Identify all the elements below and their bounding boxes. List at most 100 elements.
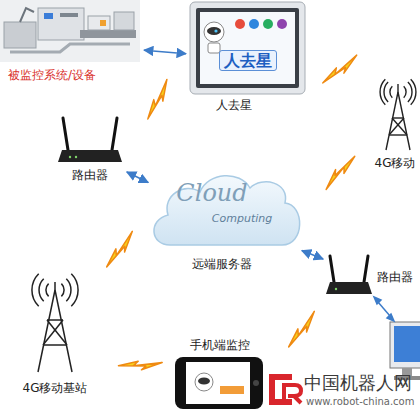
factory-photo-part [100,20,106,26]
tower-left [32,274,78,372]
monitor-device-part [214,29,217,32]
tower-left-part [39,279,44,302]
factory-photo-part [10,44,130,52]
factory-photo-part [88,16,110,30]
tower-right-part [411,79,416,104]
router-computer-arrow-part [387,314,394,321]
router-node: 路由器 [55,112,125,196]
router-right [326,256,372,294]
phone [175,357,263,409]
tower-left-part [47,319,63,321]
lightning-bolts-part [280,311,324,347]
node-label: 人去星 [216,98,252,112]
monitor-device [190,2,305,94]
node-label: 路由器 [72,168,108,182]
monitor-device-part [196,8,299,88]
tower-node: 4G移动 [372,82,418,178]
router-right-part [335,288,337,290]
factory-photo-part [4,22,36,48]
tower-right-part [392,118,407,135]
router-left-part [75,156,77,158]
lightning-bolts-part [136,79,178,119]
lightning-bolts [98,55,363,379]
computer-part [390,322,420,368]
lightning-bolts-part [318,156,362,189]
tower-right-part [408,82,412,102]
tower-right-part [384,82,388,102]
tower-left-part [38,290,55,372]
tower-left-part [61,284,64,297]
monitor-device-part [235,19,245,29]
router-computer-arrow-part [374,297,381,304]
node-label: Computing [212,212,272,225]
router-left-part [69,156,71,158]
watermark-logo [272,377,301,403]
tower-left-part [46,284,49,297]
node-label: 远端服务器 [192,257,252,271]
tower-node: 4G移动基站 [8,268,102,402]
monitor-device-node: 人去星人去星 [188,0,310,118]
lightning-bolts-part [318,55,361,83]
monitor-device-part [277,19,287,29]
router-node: 路由器 [325,250,417,306]
monitor-device-part [200,12,295,84]
watermark-logo-part [284,385,301,403]
tower-left-part [47,320,67,345]
tower-left-part [43,320,63,345]
factory-photo-part [0,0,140,62]
router-left-part [63,118,68,150]
phone-part [198,378,210,385]
tower-left-part [71,274,78,307]
tower-right-part [404,86,406,97]
factory-photo [0,0,140,62]
tower-left-part [66,279,71,302]
equipment-node: 被监控系统/设备 [0,0,142,88]
phone-part [195,373,213,391]
cloud [154,176,300,245]
router-left [58,118,122,162]
router-left-part [112,118,117,150]
monitor-device-part [207,27,221,35]
node-label: 4G移动 [375,156,416,170]
watermark-text: 中国机器人网 [304,372,412,394]
router-right-part [326,282,372,294]
tower-left-part [54,282,56,290]
router-computer-arrow-part [378,302,390,316]
computer [390,322,420,380]
phone-part [186,362,250,404]
node-label: 被监控系统/设备 [8,68,96,82]
cloud-part [154,176,300,245]
router-computer-arrow [374,297,394,321]
factory-photo-part [80,30,136,38]
cloud-node: CloudComputing 远端服务器 [150,165,300,275]
router-left-part [58,150,122,162]
phone-node: 手机端监控 [172,338,268,414]
factory-photo-part [20,8,34,22]
lightning-bolts-part [118,349,162,380]
phone-part [220,386,244,394]
double-arrow-connector [127,172,148,182]
node-label: 手机端监控 [190,338,250,352]
double-arrow-connector [302,251,323,259]
factory-photo-part [114,12,134,30]
node-label: Cloud [176,179,247,208]
tower-right-part [380,79,385,104]
watermark-url: www.robot-china.com [306,396,414,408]
router-right-part [330,256,334,282]
node-label: 路由器 [377,270,413,284]
monitor-device-part [263,19,273,29]
factory-photo-part [60,13,78,17]
computer-part [394,326,420,362]
tower-left-part [32,274,39,307]
tower-right [380,79,416,150]
phone-part [175,357,263,409]
monitor-device-part [204,22,224,42]
monitor-device-part [249,19,259,29]
factory-photo-part [44,13,53,19]
tower-right-part [397,84,398,92]
tower-left-part [55,290,72,372]
phone-part [253,380,259,386]
